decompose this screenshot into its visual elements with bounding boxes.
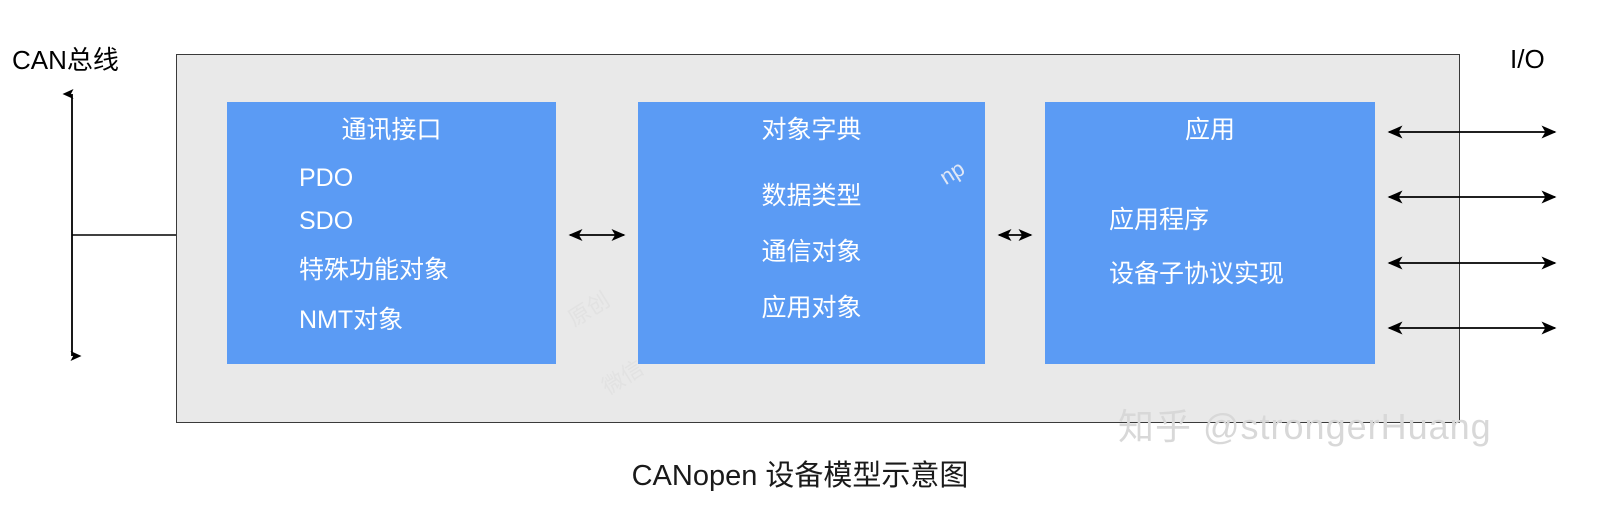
block-item: 设备子协议实现 bbox=[1109, 261, 1285, 288]
block-application[interactable]: 应用 应用程序 设备子协议实现 bbox=[1045, 102, 1375, 364]
connector-object-dictionary-to-application bbox=[997, 229, 1033, 241]
block-item: SDO bbox=[299, 207, 354, 235]
block-item: PDO bbox=[299, 164, 354, 192]
io-channel-arrow-2 bbox=[1387, 190, 1557, 204]
block-communication-interface[interactable]: 通讯接口 PDO SDO 特殊功能对象 NMT对象 bbox=[227, 102, 556, 364]
block-title-application: 应用 bbox=[1184, 117, 1235, 144]
block-item-list-communication-interface: PDO SDO 特殊功能对象 NMT对象 bbox=[299, 164, 449, 350]
block-item-list-application: 应用程序 设备子协议实现 bbox=[1109, 200, 1284, 308]
connector-comm-to-object-dictionary bbox=[568, 229, 626, 241]
can-bus-vertical-arrow bbox=[62, 89, 82, 361]
io-channel-arrow-1 bbox=[1387, 125, 1557, 139]
watermark-author: 知乎 @strongerHuang bbox=[1118, 406, 1492, 447]
io-channel-arrow-4 bbox=[1387, 321, 1557, 335]
block-title-communication-interface: 通讯接口 bbox=[341, 117, 442, 144]
block-item: 应用程序 bbox=[1109, 207, 1210, 234]
block-object-dictionary[interactable]: 对象字典 数据类型 通信对象 应用对象 bbox=[638, 102, 985, 364]
block-item: 数据类型 bbox=[761, 183, 862, 210]
io-label: I/O bbox=[1510, 44, 1545, 74]
block-item: 应用对象 bbox=[761, 295, 862, 322]
io-channel-arrow-3 bbox=[1387, 256, 1557, 270]
can-bus-label: CAN总线 bbox=[12, 45, 119, 75]
block-item-list-object-dictionary: 数据类型 通信对象 应用对象 bbox=[638, 176, 985, 344]
block-title-object-dictionary: 对象字典 bbox=[761, 117, 862, 144]
block-item: 通信对象 bbox=[761, 239, 862, 266]
block-item: 特殊功能对象 bbox=[299, 256, 450, 284]
block-item: NMT对象 bbox=[299, 306, 404, 334]
diagram-caption: CANopen 设备模型示意图 bbox=[631, 460, 969, 492]
